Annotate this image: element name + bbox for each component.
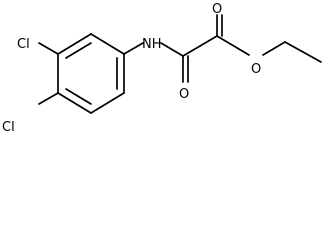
ethyl-bond bbox=[284, 41, 322, 63]
ring-bond-1 bbox=[57, 33, 92, 55]
cl-top-bond bbox=[38, 42, 59, 55]
o-top-label: O bbox=[212, 2, 222, 17]
structure-canvas: Cl Cl NH O O O bbox=[2, 2, 322, 135]
ring-double-bond-1 bbox=[65, 42, 92, 59]
cl-bottom-bond bbox=[38, 92, 59, 105]
o-ester-label: O bbox=[251, 62, 261, 77]
ring-bond-4 bbox=[90, 92, 125, 114]
molecule-diagram: Cl Cl NH O O O bbox=[2, 2, 322, 135]
cl-bottom-label: Cl bbox=[2, 120, 15, 135]
nh-label: NH bbox=[142, 37, 162, 52]
ring-to-nh-bond bbox=[123, 42, 144, 55]
cl-top-label: Cl bbox=[17, 37, 30, 52]
o-bottom-label: O bbox=[179, 87, 189, 102]
ring-bond-5 bbox=[57, 92, 92, 114]
ester-bond-right bbox=[262, 41, 286, 56]
ring-double-bond-3 bbox=[65, 88, 92, 105]
carbonyl-chain-bond bbox=[182, 35, 218, 57]
ring-bond-2 bbox=[90, 33, 125, 55]
ester-bond-left bbox=[216, 35, 250, 56]
benzene-ring bbox=[57, 33, 125, 114]
nh-to-carbonyl-bond bbox=[160, 42, 184, 57]
